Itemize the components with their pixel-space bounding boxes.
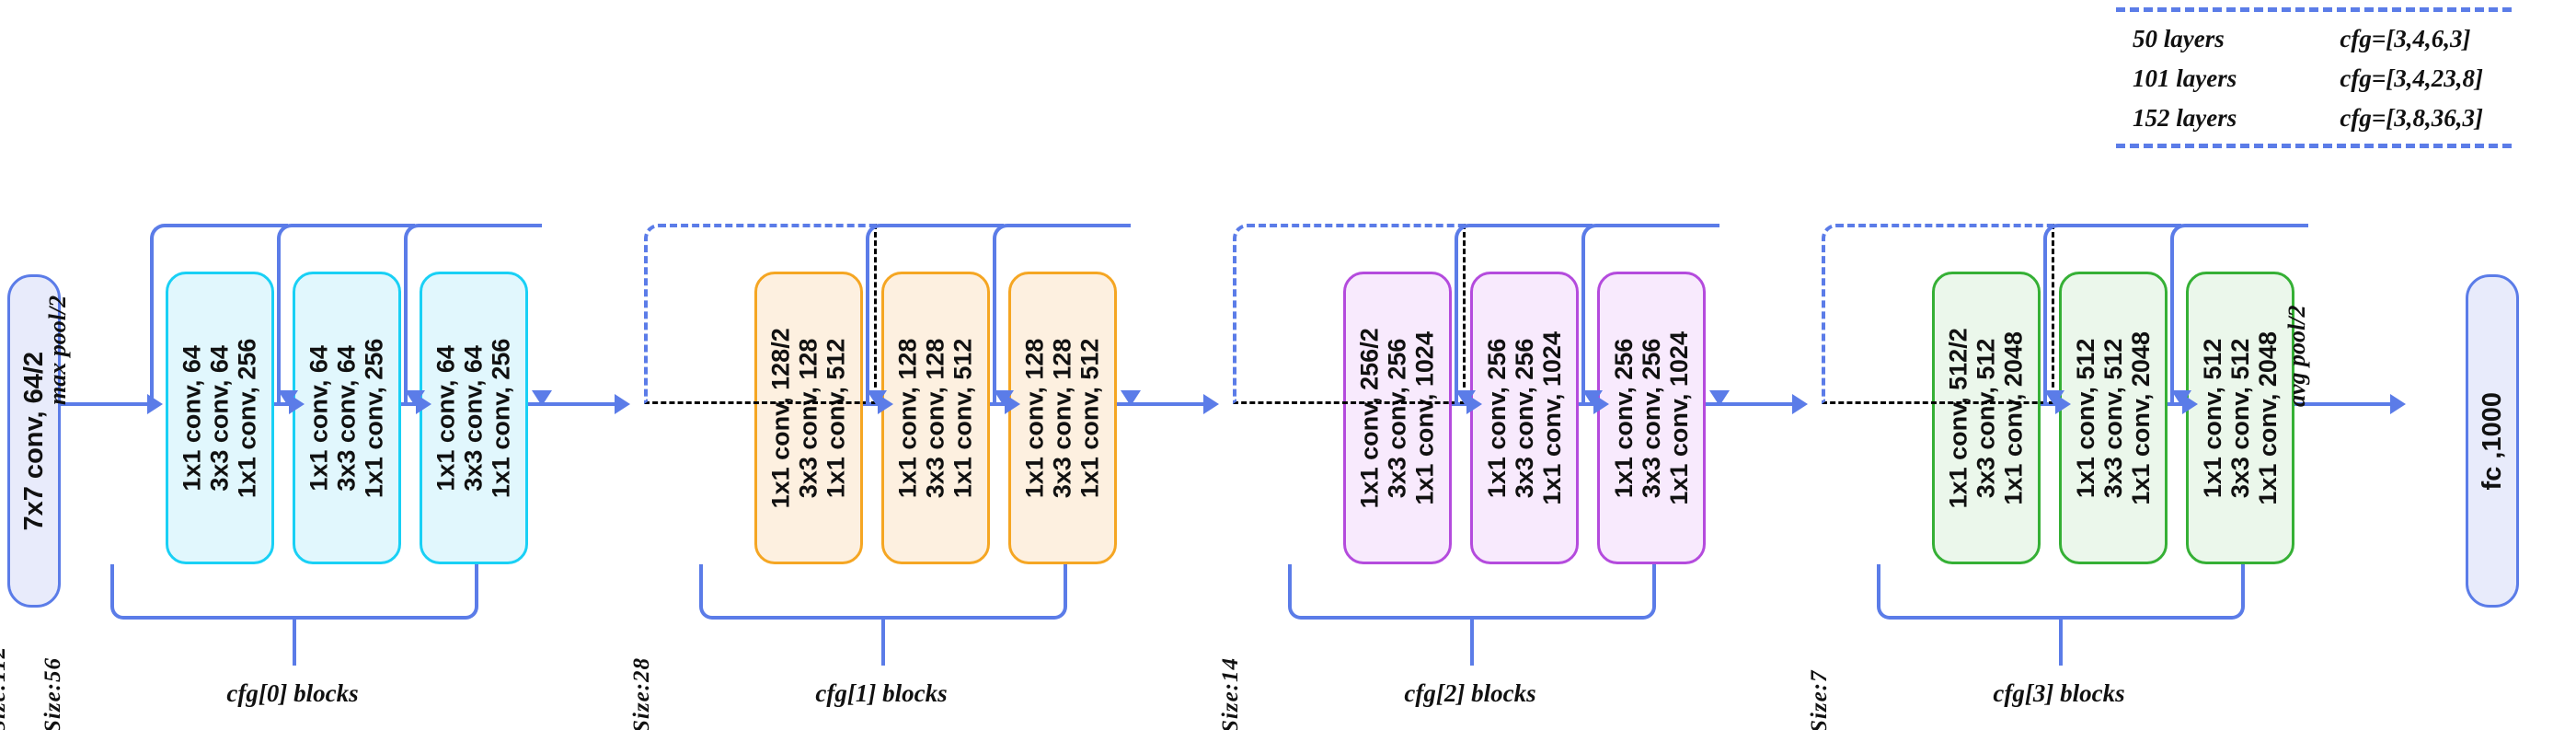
legend-top-divider [2116,7,2512,12]
stage3-skip-3-arrowhead [1709,390,1730,406]
legend-row: 50 layers cfg=[3,4,6,3] [2116,19,2512,59]
stage2-skip-3 [993,224,1131,404]
legend-row: 101 layers cfg=[3,4,23,8] [2116,59,2512,98]
stage2-bracket-right [810,564,1067,620]
stage2-bracket-left [699,564,810,620]
legend-cfg: cfg=[3,4,23,8] [2340,64,2483,92]
stage2-bracket-stem [881,618,885,666]
stage1-bracket-right [221,564,478,620]
legend-bottom-divider [2116,144,2512,148]
size-label-7: Size:7 [1807,669,1832,730]
stage1-skip-2 [277,224,415,404]
stage4-skip-3 [2170,224,2308,404]
size-label-14: Size:14 [1218,657,1243,730]
stage1-bracket-left [110,564,221,620]
legend-variant: 152 layers [2133,104,2237,132]
stage3-block-1: 1x1 conv, 256/2 3x3 conv, 256 1x1 conv, … [1343,272,1452,564]
size-label-112: Size:112 [0,645,10,730]
stage1-to-stage2-arrowhead [615,394,630,414]
legend-variant: 50 layers [2133,25,2225,52]
size-label-28: Size:28 [629,657,654,730]
stage4-bracket-left [1877,564,1987,620]
stage3-block-2: 1x1 conv, 256 3x3 conv, 256 1x1 conv, 10… [1470,272,1579,564]
legend-row: 152 layers cfg=[3,8,36,3] [2116,98,2512,138]
stage2-to-stage3-line [1117,402,1209,406]
stage1-skip-1 [150,224,288,404]
max-pool-label: max pool/2 [44,295,71,405]
stage1-block-3: 1x1 conv, 64 3x3 conv, 64 1x1 conv, 256 [420,272,528,564]
legend-variant: 101 layers [2133,64,2237,92]
stage2-bracket-label: cfg[1] blocks [815,679,948,707]
legend-cfg: cfg=[3,4,6,3] [2340,25,2471,52]
stage4-bracket-label: cfg[3] blocks [1993,679,2125,707]
stage4-to-fc-line [2294,402,2396,406]
stage4-skip-2 [2043,224,2181,404]
stage4-block-3: 1x1 conv, 512 3x3 conv, 512 1x1 conv, 20… [2186,272,2294,564]
stage3-bracket-stem [1470,618,1474,666]
stage4-to-fc-arrowhead [2390,394,2406,414]
stage2-downsample-skip [644,224,877,404]
stage3-bracket-right [1398,564,1656,620]
stage3-skip-3 [1581,224,1719,404]
stage1-to-stage2-line [528,402,620,406]
legend-box: 50 layers cfg=[3,4,6,3] 101 layers cfg=[… [2116,7,2512,148]
stage3-bracket-label: cfg[2] blocks [1404,679,1536,707]
stage4-bracket-right [1987,564,2245,620]
stage4-block-2: 1x1 conv, 512 3x3 conv, 512 1x1 conv, 20… [2059,272,2168,564]
stage2-block-3: 1x1 conv, 128 3x3 conv, 128 1x1 conv, 51… [1008,272,1117,564]
stage2-to-stage3-arrowhead [1203,394,1219,414]
stage2-block-2: 1x1 conv, 128 3x3 conv, 128 1x1 conv, 51… [881,272,990,564]
stage1-block-2: 1x1 conv, 64 3x3 conv, 64 1x1 conv, 256 [293,272,401,564]
stage1-bracket-label: cfg[0] blocks [226,679,359,707]
stage4-bracket-stem [2059,618,2063,666]
stage3-block-3: 1x1 conv, 256 3x3 conv, 256 1x1 conv, 10… [1597,272,1706,564]
stage1-skip-3-arrowhead [532,390,552,406]
stage3-to-stage4-line [1706,402,1798,406]
stage3-skip-2 [1455,224,1593,404]
stem-conv-block: 7x7 conv, 64/2 [7,274,61,608]
size-label-56: Size:56 [40,657,65,730]
stage4-downsample-skip [1822,224,2054,404]
fc-head-block: fc ,1000 [2466,274,2519,608]
stage3-downsample-skip [1233,224,1466,404]
stage3-bracket-left [1288,564,1398,620]
stage2-skip-2 [866,224,1004,404]
avg-pool-label: avg pool/2 [2283,305,2310,408]
stage1-bracket-stem [293,618,296,666]
stage2-block-1: 1x1 conv, 128/2 3x3 conv, 128 1x1 conv, … [754,272,863,564]
fc-head-label: fc ,1000 [2477,391,2507,491]
stage1-skip-3 [404,224,542,404]
stage2-skip-3-arrowhead [1121,390,1141,406]
stage3-to-stage4-arrowhead [1792,394,1808,414]
legend-table: 50 layers cfg=[3,4,6,3] 101 layers cfg=[… [2116,19,2512,138]
stage4-block-1: 1x1 conv, 512/2 3x3 conv, 512 1x1 conv, … [1932,272,2041,564]
stage1-block-1: 1x1 conv, 64 3x3 conv, 64 1x1 conv, 256 [166,272,274,564]
stem-to-stage1-line [61,402,153,406]
legend-cfg: cfg=[3,8,36,3] [2340,104,2483,132]
